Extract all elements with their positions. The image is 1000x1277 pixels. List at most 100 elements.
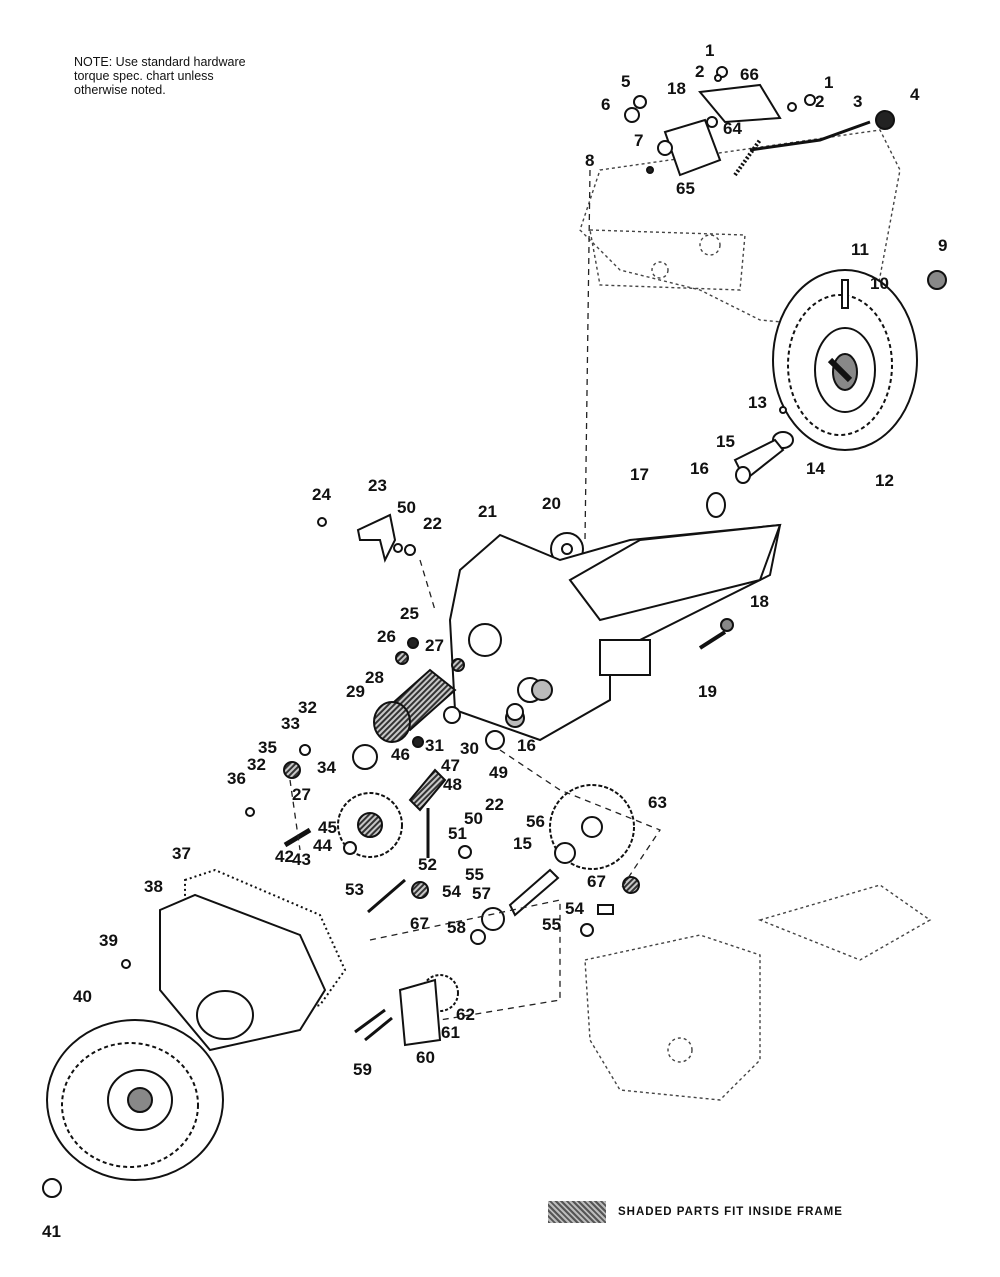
callout-34: 34: [317, 758, 336, 777]
part-35: [283, 761, 301, 779]
callout-30: 30: [460, 739, 479, 758]
callout-10: 10: [870, 274, 889, 293]
bolt-part-19: [698, 630, 727, 650]
callout-22: 22: [423, 514, 442, 533]
bracket-part-23: [317, 513, 734, 650]
cap-part-41: [42, 1178, 62, 1198]
part-55a: [458, 845, 472, 859]
nut-part-22: [404, 544, 416, 556]
callout-31: 31: [425, 736, 444, 755]
callout-1: 1: [824, 73, 833, 92]
callout-61: 61: [441, 1023, 460, 1042]
part-67a: [411, 881, 429, 899]
callout-39: 39: [99, 931, 118, 950]
part-54: [597, 904, 614, 915]
callout-38: 38: [144, 877, 163, 896]
part-25: [407, 637, 419, 649]
callout-11: 11: [851, 240, 869, 259]
legend-text: SHADED PARTS FIT INSIDE FRAME: [618, 1206, 843, 1218]
callout-3: 3: [853, 92, 862, 111]
cap-part-9: [927, 270, 947, 290]
callout-54: 54: [442, 882, 461, 901]
callout-55: 55: [465, 865, 484, 884]
washer-part-2b: [787, 102, 797, 112]
callout-45: 45: [318, 818, 337, 837]
shaded-internal-parts: [373, 637, 465, 812]
callout-60: 60: [416, 1048, 435, 1067]
part-30: [443, 706, 461, 724]
callout-2: 2: [815, 92, 824, 111]
callout-55: 55: [542, 915, 561, 934]
callout-21: 21: [478, 502, 497, 521]
bushing-part-16: [706, 492, 726, 518]
bracket-part-66: [698, 83, 782, 124]
callout-36: 36: [227, 769, 246, 788]
callout-27: 27: [292, 785, 311, 804]
callout-15: 15: [716, 432, 735, 451]
linkage-assembly: [624, 66, 895, 177]
tractor-frame-ghost: [579, 129, 901, 331]
callout-6: 6: [601, 95, 610, 114]
nut-part-1b: [804, 94, 816, 106]
callout-14: 14: [806, 459, 825, 478]
callout-54: 54: [565, 899, 584, 918]
callout-2: 2: [695, 62, 704, 81]
callout-26: 26: [377, 627, 396, 646]
callout-27: 27: [425, 636, 444, 655]
bolt-part-24: [317, 517, 327, 527]
pin-part-11: [841, 279, 849, 309]
callout-28: 28: [365, 668, 384, 687]
left-wheel: [42, 990, 254, 1198]
callout-43: 43: [292, 850, 311, 869]
callout-9: 9: [938, 236, 947, 255]
part-33: [299, 744, 311, 756]
callout-32: 32: [298, 698, 317, 717]
screw-part-8: [646, 166, 654, 174]
callout-29: 29: [346, 682, 365, 701]
callout-63: 63: [648, 793, 667, 812]
part-26: [395, 651, 409, 665]
callout-16: 16: [690, 459, 709, 478]
washer-part-50: [393, 543, 403, 553]
callout-42: 42: [275, 847, 294, 866]
callout-4: 4: [910, 85, 920, 104]
callout-50: 50: [464, 809, 483, 828]
callout-37: 37: [172, 844, 191, 863]
callout-47: 47: [441, 756, 460, 775]
callout-58: 58: [447, 918, 466, 937]
gear-part-29: [373, 701, 411, 743]
part-57: [481, 907, 505, 931]
axle-parts: [550, 406, 794, 566]
part-55b: [580, 923, 594, 937]
note-line: otherwise noted.: [74, 83, 166, 97]
callout-8: 8: [585, 151, 594, 170]
callout-53: 53: [345, 880, 364, 899]
part-36: [245, 807, 255, 817]
note: NOTE: Use standard hardware torque spec.…: [74, 55, 334, 97]
callout-33: 33: [281, 714, 300, 733]
pin-part-13: [779, 406, 787, 414]
spring-part-65: [733, 138, 762, 177]
lower-frame-ghost: [584, 884, 932, 1101]
bolt-part-39: [121, 959, 131, 969]
callout-57: 57: [472, 884, 491, 903]
plate-part-7: [663, 118, 722, 177]
callout-35: 35: [258, 738, 277, 757]
washer-part-5: [633, 95, 647, 109]
bolt-part-64: [706, 116, 718, 128]
callout-65: 65: [676, 179, 695, 198]
part-34: [352, 744, 378, 770]
drive-train: [245, 703, 640, 1047]
main-frame: [448, 523, 782, 742]
callout-5: 5: [621, 72, 630, 91]
right-wheel: [772, 269, 947, 451]
callout-49: 49: [489, 763, 508, 782]
note-line: torque spec. chart unless: [74, 69, 214, 83]
callout-23: 23: [368, 476, 387, 495]
callout-67: 67: [587, 872, 606, 891]
callout-59: 59: [353, 1060, 372, 1079]
part-56: [554, 842, 576, 864]
gasket-part-37: [184, 868, 347, 1032]
callout-50: 50: [397, 498, 416, 517]
